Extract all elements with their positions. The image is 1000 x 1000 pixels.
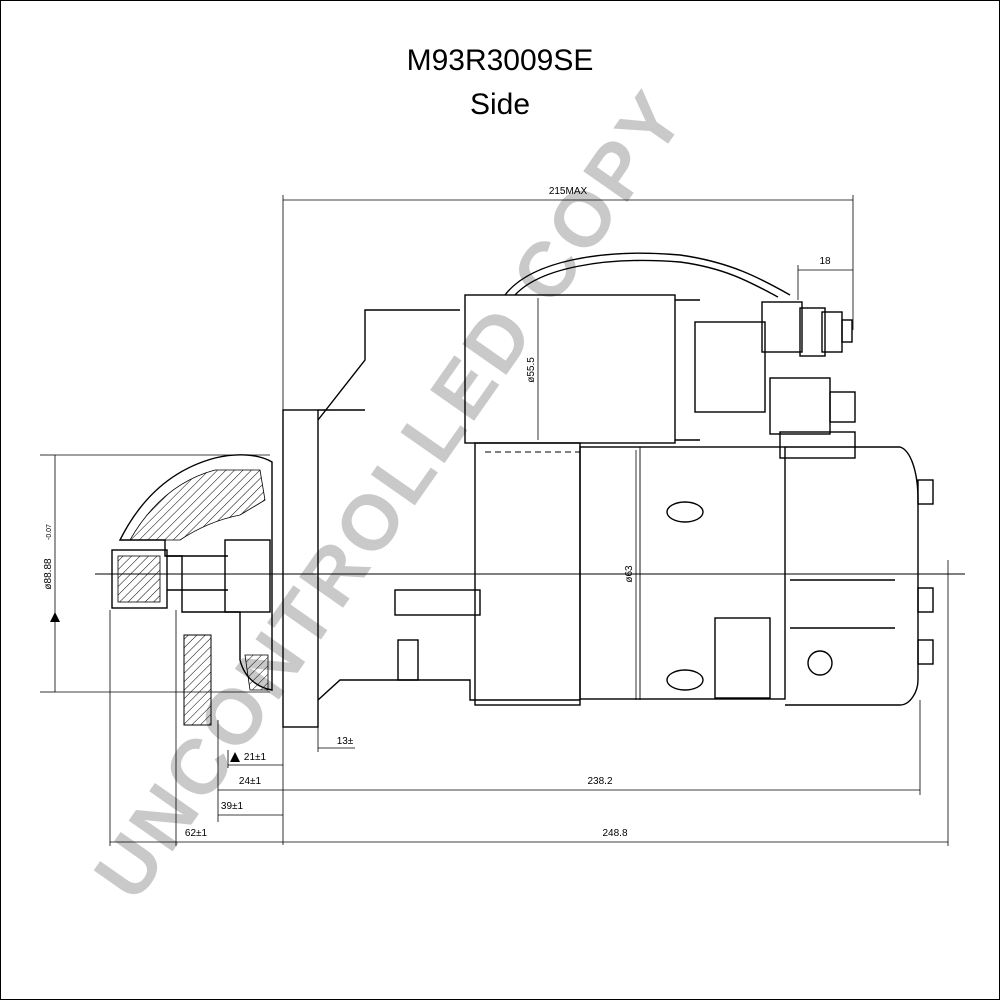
dim-238: 238.2 [587,776,612,787]
dim-248: 248.8 [602,828,627,839]
dim-flange-thk: 13± [337,736,354,747]
dim-24: 24±1 [239,776,262,787]
dim-21: 21±1 [244,752,267,763]
dim-39: 39±1 [221,801,244,812]
part-number-title: M93R3009SE [406,44,594,77]
dim-62: 62±1 [185,828,208,839]
drive-housing [111,454,273,726]
motor-housing [394,442,934,706]
dim-overall-max: 215MAX [549,186,588,197]
solenoid [464,252,856,459]
dimensions: 215MAX 18 ø55.5 ø63 ø88.88 -0.07 13± 21±… [40,186,949,846]
mounting-flange [282,309,580,728]
dim-flange-dia: ø88.88 [43,558,54,590]
dim-solenoid-dia: ø55.5 [526,357,537,383]
dim-flange-tol: -0.07 [46,524,53,540]
dim-housing-dia: ø63 [624,565,635,583]
dim-terminal: 18 [819,256,831,267]
view-subtitle: Side [469,88,531,121]
